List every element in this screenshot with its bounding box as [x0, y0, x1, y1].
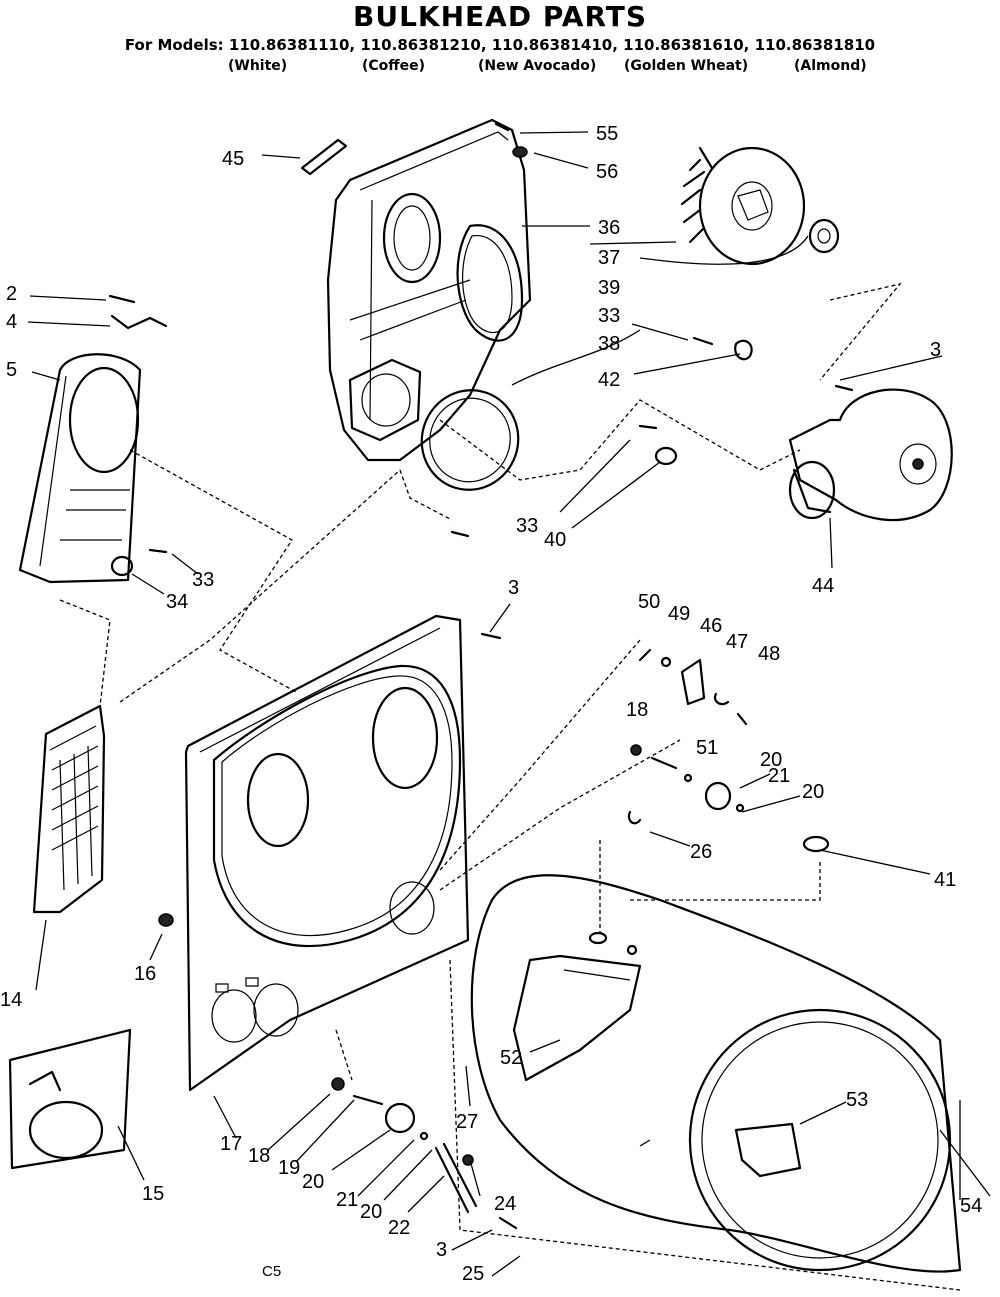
callout-42: 42 [598, 369, 620, 391]
callout-18-right: 18 [626, 699, 648, 721]
callout-3-right: 3 [930, 339, 941, 361]
part-5-lint-housing [18, 353, 142, 584]
callout-20-d: 20 [360, 1201, 382, 1223]
color-golden-wheat: (Golden Wheat) [624, 58, 749, 74]
callout-17: 17 [220, 1133, 242, 1155]
part-15-harness [8, 1028, 132, 1170]
callout-18-lower: 18 [248, 1145, 270, 1167]
part-17-bulkhead-panel [184, 614, 470, 1092]
callout-20-c: 20 [302, 1171, 324, 1193]
part-36-gasket [456, 224, 524, 342]
callout-39: 39 [598, 277, 620, 299]
part-37-blower-wheel [680, 146, 806, 266]
callout-33-mid: 33 [516, 515, 538, 537]
callout-36: 36 [598, 217, 620, 239]
callout-46: 46 [700, 615, 722, 637]
lower-small-parts [331, 1077, 518, 1230]
part-55-56-fasteners [494, 122, 528, 158]
drum [470, 874, 962, 1273]
callout-21-lower: 21 [336, 1189, 358, 1211]
part-33-34-small-parts [110, 548, 168, 577]
callout-2: 2 [6, 283, 17, 305]
callout-20-a: 20 [760, 749, 782, 771]
callout-3-mid: 3 [508, 577, 519, 599]
callout-27: 27 [456, 1111, 478, 1133]
callout-5: 5 [6, 359, 17, 381]
callout-26: 26 [690, 841, 712, 863]
callout-21-right: 21 [768, 765, 790, 787]
page-code: C5 [262, 1263, 281, 1280]
models-line: For Models: 110.86381110, 110.86381210, … [124, 36, 876, 54]
callout-14: 14 [0, 989, 22, 1011]
callout-44: 44 [812, 575, 834, 597]
part-45-rod [300, 138, 348, 176]
part-44-blower-housing [788, 388, 953, 522]
color-white: (White) [228, 58, 288, 74]
switch-small-parts [627, 648, 830, 853]
callout-47: 47 [726, 631, 748, 653]
drum-bearing-small [588, 931, 638, 956]
header: BULKHEAD PARTS For Models: 110.86381110,… [0, 0, 1000, 90]
page-title: BULKHEAD PARTS [352, 0, 648, 33]
callout-33-upper: 33 [598, 305, 620, 327]
small-screws-upper [450, 336, 854, 640]
color-coffee: (Coffee) [362, 58, 426, 74]
callout-41: 41 [934, 869, 956, 891]
callout-54: 54 [960, 1195, 982, 1217]
callout-53: 53 [846, 1089, 868, 1111]
callout-19: 19 [278, 1157, 300, 1179]
upper-duct-housing [326, 118, 532, 462]
callout-20-b: 20 [802, 781, 824, 803]
color-new-avocado: (New Avocado) [478, 58, 597, 74]
callout-22: 22 [388, 1217, 410, 1239]
callout-3-lower: 3 [436, 1239, 447, 1261]
callout-48: 48 [758, 643, 780, 665]
callout-37: 37 [598, 247, 620, 269]
callout-49: 49 [668, 603, 690, 625]
part-38-ring-seal [420, 389, 520, 491]
callout-38: 38 [598, 333, 620, 355]
callout-40: 40 [544, 529, 566, 551]
callout-33-left: 33 [192, 569, 214, 591]
callout-34: 34 [166, 591, 188, 613]
part-39-bushing [808, 218, 840, 254]
color-almond: (Almond) [794, 58, 867, 74]
callout-4: 4 [6, 311, 17, 333]
leader-lines [27, 131, 991, 1291]
part-2-4-screw-clip [108, 294, 168, 330]
callout-52: 52 [500, 1047, 522, 1069]
part-14-heater [32, 704, 106, 914]
callout-24: 24 [494, 1193, 516, 1215]
callout-45: 45 [222, 148, 244, 170]
callout-labels: 45 55 56 36 37 39 33 38 42 2 4 5 3 33 40… [0, 123, 982, 1285]
callout-25: 25 [462, 1263, 484, 1285]
callout-16: 16 [134, 963, 156, 985]
part-16-nut [158, 913, 174, 927]
callout-15: 15 [142, 1183, 164, 1205]
callout-50: 50 [638, 591, 660, 613]
callout-51: 51 [696, 737, 718, 759]
callout-55: 55 [596, 123, 618, 145]
callout-56: 56 [596, 161, 618, 183]
